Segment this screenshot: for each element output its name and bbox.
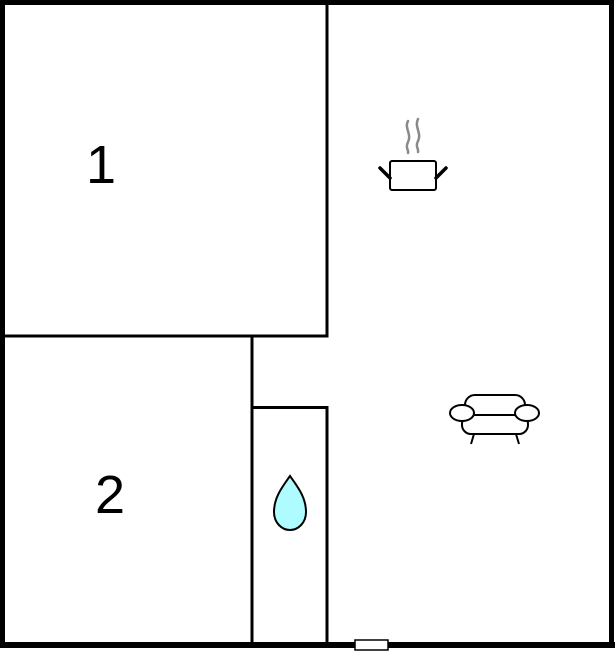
room-1-label: 1 [86,135,117,195]
door-icon [354,639,389,651]
cooking-pot-icon [378,117,448,191]
sofa-icon [449,394,540,445]
room-2-label: 2 [95,465,126,525]
water-drop-icon [272,474,308,532]
